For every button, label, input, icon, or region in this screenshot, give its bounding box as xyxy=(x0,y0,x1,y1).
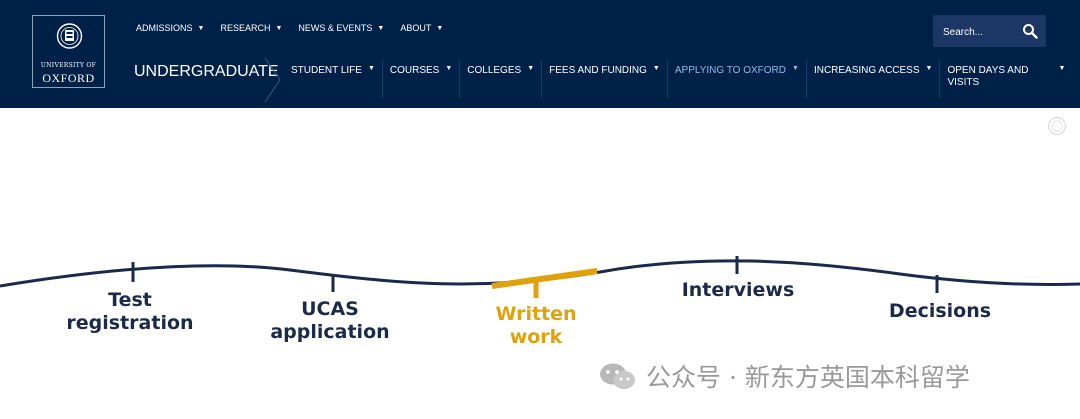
wechat-icon xyxy=(600,363,635,389)
nav-courses[interactable]: COURSES ▼ xyxy=(383,60,461,98)
nav-open-days-and-visits[interactable]: OPEN DAYS AND VISITS ▼ xyxy=(940,60,1072,98)
step-test-registration: Test registration xyxy=(60,289,200,335)
timeline-highlight-bar xyxy=(491,268,598,289)
step-written-work: Written work xyxy=(466,303,606,349)
timeline-wave xyxy=(0,256,1080,298)
main-nav: STUDENT LIFE ▼ COURSES ▼ COLLEGES ▼ FEES AN… xyxy=(284,60,1072,98)
top-nav: ADMISSIONS ▼ RESEARCH ▼ NEWS & EVENTS ▼ ABO… xyxy=(136,23,443,33)
step-ucas-application: UCAS application xyxy=(260,298,400,344)
section-title[interactable]: UNDERGRADUATE xyxy=(134,63,279,80)
step-line: work xyxy=(509,326,563,348)
search-icon[interactable] xyxy=(1022,23,1038,39)
step-interviews: Interviews xyxy=(668,279,808,302)
top-nav-research[interactable]: RESEARCH ▼ xyxy=(220,23,282,33)
caret-down-icon: ▼ xyxy=(275,24,283,32)
search-box xyxy=(933,15,1046,47)
caret-down-icon: ▼ xyxy=(367,65,375,72)
caret-down-icon: ▼ xyxy=(652,65,660,72)
top-nav-label: NEWS & EVENTS xyxy=(298,23,373,33)
step-line: Decisions xyxy=(888,300,992,322)
caret-down-icon: ▼ xyxy=(527,65,535,72)
caret-down-icon: ▼ xyxy=(445,65,453,72)
caret-down-icon: ▼ xyxy=(197,24,205,32)
nav-label: INCREASING ACCESS xyxy=(813,65,920,76)
oxford-logo[interactable]: UNIVERSITY OF OXFORD xyxy=(32,15,105,88)
step-line: registration xyxy=(66,312,194,334)
watermark-text: 公众号 · 新东方英国本科留学 xyxy=(646,363,970,392)
nav-label: OPEN DAYS AND VISITS xyxy=(947,65,1029,88)
top-nav-about[interactable]: ABOUT ▼ xyxy=(400,23,443,33)
crest-icon xyxy=(56,23,83,49)
nav-applying-to-oxford[interactable]: APPLYING TO OXFORD ▼ xyxy=(668,60,807,98)
nav-label: STUDENT LIFE xyxy=(291,65,362,76)
caret-down-icon: ▼ xyxy=(1058,65,1066,72)
step-line: Test xyxy=(108,289,152,311)
site-header: UNIVERSITY OF OXFORD ADMISSIONS ▼ RESEARC… xyxy=(0,0,1080,108)
top-nav-admissions[interactable]: ADMISSIONS ▼ xyxy=(136,23,204,33)
nav-label: COURSES xyxy=(389,65,440,76)
logo-university-of: UNIVERSITY OF xyxy=(40,62,97,69)
accessibility-icon[interactable] xyxy=(1047,116,1067,136)
caret-down-icon: ▼ xyxy=(792,65,799,72)
caret-down-icon: ▼ xyxy=(377,24,385,32)
nav-label: FEES AND FUNDING xyxy=(549,65,647,76)
watermark: 公众号 · 新东方英国本科留学 xyxy=(598,358,970,394)
caret-down-icon: ▼ xyxy=(436,24,444,32)
step-line: Written xyxy=(495,303,577,325)
timeline-line xyxy=(0,259,1080,288)
step-decisions: Decisions xyxy=(870,300,1010,323)
nav-colleges[interactable]: COLLEGES ▼ xyxy=(460,60,543,98)
caret-down-icon: ▼ xyxy=(925,65,933,72)
step-line: Interviews xyxy=(681,279,795,301)
nav-label: COLLEGES xyxy=(467,65,522,76)
top-nav-label: RESEARCH xyxy=(220,23,271,33)
top-nav-label: ADMISSIONS xyxy=(136,23,193,33)
nav-student-life[interactable]: STUDENT LIFE ▼ xyxy=(284,60,383,98)
nav-fees-and-funding[interactable]: FEES AND FUNDING ▼ xyxy=(542,60,668,98)
breadcrumb-chevron-icon xyxy=(264,58,281,102)
step-line: application xyxy=(270,321,390,343)
search-input[interactable] xyxy=(941,23,1021,41)
logo-oxford: OXFORD xyxy=(42,71,95,85)
top-nav-news-events[interactable]: NEWS & EVENTS ▼ xyxy=(298,23,384,33)
top-nav-label: ABOUT xyxy=(400,23,432,33)
nav-increasing-access[interactable]: INCREASING ACCESS ▼ xyxy=(807,60,941,98)
nav-label: APPLYING TO OXFORD xyxy=(674,65,786,76)
step-line: UCAS xyxy=(301,298,359,320)
